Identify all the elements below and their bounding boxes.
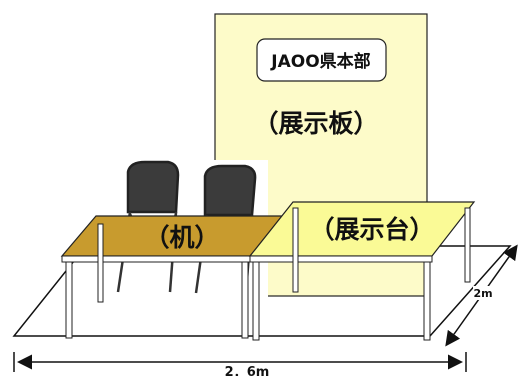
desk-label: （机） (144, 223, 219, 252)
display-board-label: （展示板） (253, 109, 378, 138)
org-sign-text: JAOO県本部 (270, 51, 370, 72)
org-sign (256, 38, 387, 82)
desk: （机） (60, 215, 287, 339)
depth-dimension-label: 2m (473, 287, 492, 300)
display-table-label: （展示台） (309, 215, 434, 244)
display-table: （展示台） (248, 201, 476, 341)
width-dimension-label: 2．6m (225, 365, 270, 376)
